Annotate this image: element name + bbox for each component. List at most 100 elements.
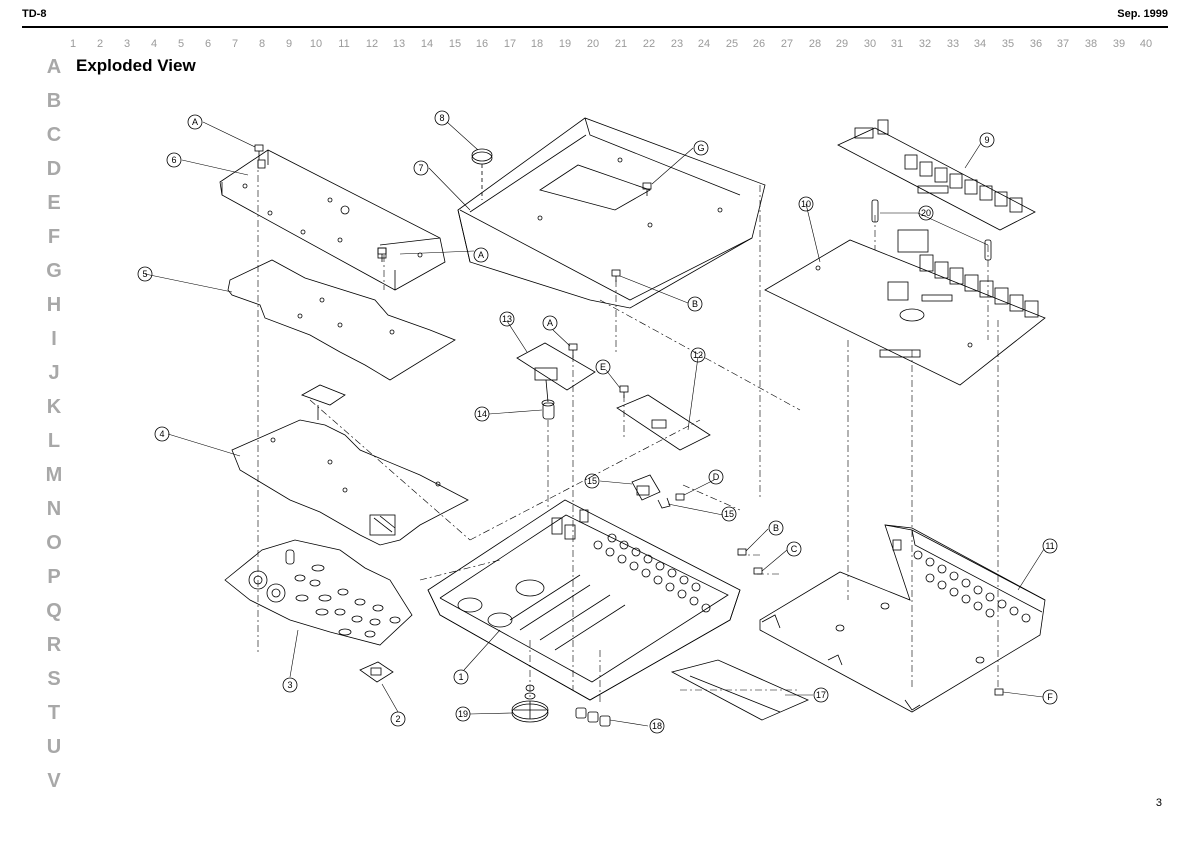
callout-7: 7 — [418, 163, 423, 173]
row-letter: O — [46, 532, 62, 554]
callout-screw-F: F — [1047, 692, 1053, 702]
column-number: 36 — [1029, 38, 1043, 50]
column-number: 19 — [558, 38, 572, 50]
screw-F — [994, 688, 1004, 696]
row-letter: K — [46, 396, 62, 418]
part-3-keypad — [224, 539, 413, 646]
jack-row-10 — [919, 254, 1039, 318]
row-letter: M — [45, 464, 63, 486]
callout-12: 12 — [693, 350, 703, 360]
row-letter: B — [46, 90, 62, 112]
callout-1: 1 — [458, 672, 463, 682]
callout-17: 17 — [816, 690, 826, 700]
part-9-jack-board — [837, 119, 1036, 231]
callout-screw-G: G — [697, 143, 704, 153]
column-number: 26 — [752, 38, 766, 50]
screw-D — [675, 493, 685, 501]
column-number: 25 — [725, 38, 739, 50]
callout-13: 13 — [502, 314, 512, 324]
column-number: 11 — [338, 38, 350, 50]
column-number: 39 — [1112, 38, 1126, 50]
keypad-buttons — [294, 564, 401, 638]
column-number: 32 — [918, 38, 932, 50]
row-letter: A — [46, 56, 62, 78]
callout-screw-A2: A — [478, 250, 484, 260]
part-13-board — [516, 342, 596, 403]
page-title: Exploded View — [76, 56, 196, 75]
callout-screw-A1: A — [192, 117, 198, 127]
screws — [254, 144, 1004, 696]
jack-row-9 — [904, 154, 1023, 213]
column-index: 1 2 3 4 5 6 7 8 9 10 11 12 13 14 15 16 1… — [0, 38, 1190, 52]
part-16-clip — [657, 497, 671, 509]
column-number: 13 — [392, 38, 406, 50]
column-number: 23 — [670, 38, 684, 50]
header-rule — [22, 26, 1168, 28]
page-number: 3 — [1155, 797, 1162, 809]
column-number: 16 — [475, 38, 489, 50]
row-letter: U — [46, 736, 62, 758]
callout-2: 2 — [395, 714, 400, 724]
column-number: 18 — [530, 38, 544, 50]
callout-4: 4 — [159, 429, 164, 439]
row-letter: I — [51, 328, 57, 350]
column-number: 15 — [448, 38, 462, 50]
part-11-chassis — [759, 524, 1046, 713]
row-letter: G — [46, 260, 62, 282]
part-8-knob — [471, 148, 493, 200]
column-number: 6 — [204, 38, 212, 50]
case-holes — [593, 533, 711, 613]
column-number: 27 — [780, 38, 794, 50]
screw-E — [619, 385, 629, 398]
callout-20: 20 — [921, 208, 931, 218]
callout-3: 3 — [287, 680, 292, 690]
column-number: 14 — [420, 38, 434, 50]
callout-10: 10 — [801, 199, 811, 209]
column-number: 28 — [808, 38, 822, 50]
column-number: 33 — [946, 38, 960, 50]
part-4-main-board — [231, 384, 469, 546]
column-number: 12 — [365, 38, 379, 50]
column-number: 7 — [231, 38, 239, 50]
callout-19: 19 — [458, 709, 468, 719]
column-number: 24 — [697, 38, 711, 50]
column-number: 21 — [614, 38, 628, 50]
column-number: 1 — [69, 38, 77, 50]
alignment-lines — [257, 160, 999, 705]
column-number: 3 — [123, 38, 131, 50]
callout-9: 9 — [984, 135, 989, 145]
column-number: 40 — [1139, 38, 1153, 50]
screw-A2 — [377, 247, 387, 262]
part-14-cap — [541, 399, 555, 420]
column-number: 29 — [835, 38, 849, 50]
row-letter: T — [47, 702, 61, 724]
part-5-sheet — [227, 259, 456, 381]
part-19-wheel — [511, 684, 549, 723]
row-letter: V — [47, 770, 61, 792]
case-bosses — [551, 509, 589, 540]
row-letter: L — [47, 430, 61, 452]
part-2-pad — [359, 661, 394, 683]
column-number: 37 — [1056, 38, 1070, 50]
column-number: 22 — [642, 38, 656, 50]
screw-A3 — [568, 343, 578, 358]
column-number: 4 — [150, 38, 158, 50]
column-number: 17 — [503, 38, 517, 50]
screw-B2 — [737, 548, 747, 556]
callout-15a: 15 — [587, 476, 597, 486]
row-letter: R — [46, 634, 62, 656]
column-number: 35 — [1001, 38, 1015, 50]
chassis-holes — [913, 550, 1031, 623]
column-number: 10 — [309, 38, 323, 50]
screw-A1 — [254, 144, 264, 160]
date-label: Sep. 1999 — [1117, 8, 1168, 20]
column-number: 34 — [973, 38, 987, 50]
callout-8: 8 — [439, 113, 444, 123]
row-letter: P — [47, 566, 61, 588]
callout-14: 14 — [477, 409, 487, 419]
callout-screw-A3: A — [547, 318, 553, 328]
column-number: 8 — [258, 38, 266, 50]
callout-6: 6 — [171, 155, 176, 165]
column-number: 5 — [177, 38, 185, 50]
